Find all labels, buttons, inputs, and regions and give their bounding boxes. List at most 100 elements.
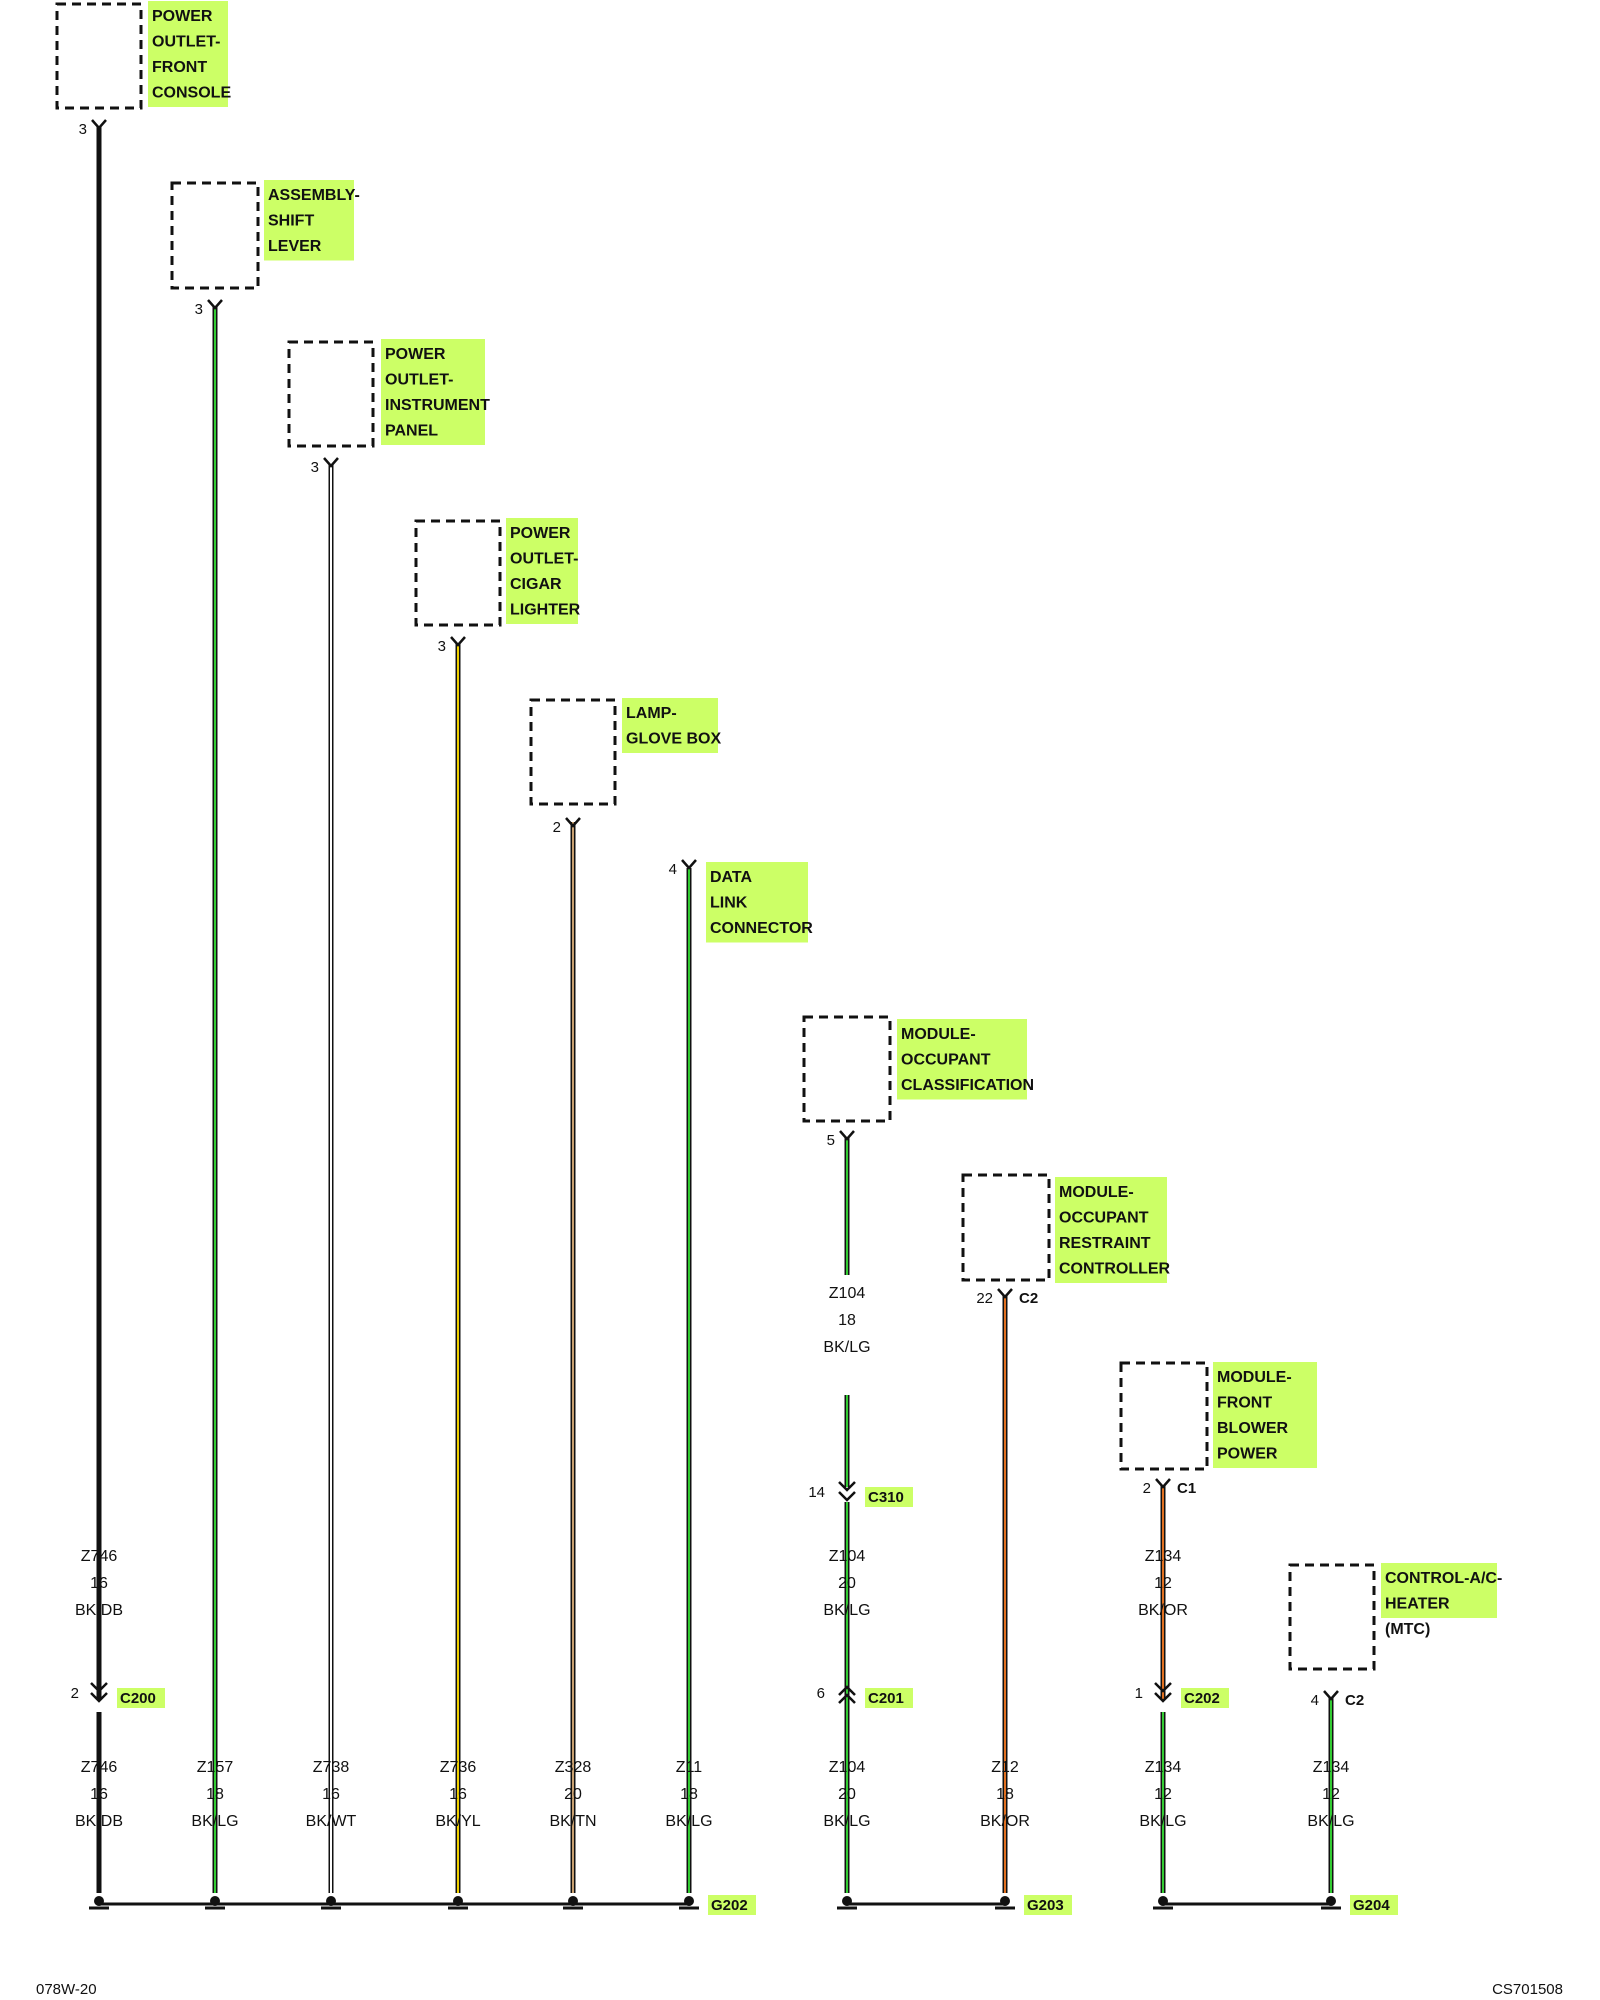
component-label-line: OCCUPANT [1059,1210,1149,1227]
pin-number: 22 [976,1290,993,1307]
component-label-line: INSTRUMENT [385,397,490,414]
ground-g203-label-group: G203 [1024,1895,1072,1915]
component-label-line: CONSOLE [152,85,231,102]
terminal-pwr-front-console [91,119,107,130]
terminal-data-link-connector [681,859,697,870]
wire-color: BK/LG [191,1813,238,1830]
footer-left: 078W-20 [36,1981,97,1998]
connector-c310-label-group: C310 [865,1487,913,1507]
wire-color: BK/WT [306,1813,357,1830]
component-label-line: OCCUPANT [901,1052,991,1069]
wire-circuit: Z157 [197,1759,234,1776]
ground-g202-label: G202 [711,1897,748,1914]
wire-color: BK/LG [823,1602,870,1619]
wire-circuit: Z134 [1145,1759,1182,1776]
component-label-line: POWER [385,346,446,363]
component-label-line: CONTROL-A/C- [1385,1570,1502,1587]
terminal-lamp-glove-box [565,817,581,828]
pin-number: 1 [1135,1685,1143,1702]
pin-number: 14 [808,1484,825,1501]
pin-number: 2 [1143,1480,1151,1497]
component-label-line: PANEL [385,423,438,440]
connector-c200-label: C200 [120,1690,156,1707]
component-label-line: CIGAR [510,576,562,593]
terminal-shift-lever [207,299,223,310]
wire-circuit: Z134 [1313,1759,1350,1776]
pin-number: 4 [669,861,677,878]
wire-color: BK/DB [75,1813,123,1830]
component-label-pwr-instrument-panel: POWER OUTLET- INSTRUMENT PANEL [381,339,490,445]
wire-gauge: 20 [838,1575,856,1592]
ground-node [837,1896,857,1910]
ground-node [563,1896,583,1910]
wire-circuit: Z11 [676,1759,702,1776]
wire-color: BK/LG [1139,1813,1186,1830]
connector-c202-label: C202 [1184,1690,1220,1707]
ground-node [205,1896,225,1910]
wire-gauge: 12 [1154,1786,1172,1803]
wire-circuit: Z104 [829,1285,866,1302]
ground-node [321,1896,341,1910]
wire-gauge: 16 [322,1786,340,1803]
wire-color: BK/YL [435,1813,480,1830]
ground-node [448,1896,468,1910]
connector-c201-label-group: C201 [865,1688,913,1708]
component-label-line: MODULE- [1059,1184,1134,1201]
wire-gauge: 20 [838,1786,856,1803]
wire-color: BK/OR [980,1813,1030,1830]
ground-g202-label-group: G202 [708,1895,756,1915]
ground-node [1153,1896,1173,1910]
component-box-shift-lever [170,181,260,290]
wire-gauge: 18 [996,1786,1014,1803]
terminal-front-blower-power [1155,1478,1171,1489]
inline-connector-c200 [90,1682,108,1703]
component-label-line: LEVER [268,238,322,255]
pin-number: 3 [438,638,446,655]
ground-node [1321,1896,1341,1910]
component-box-occupant-restraint [961,1173,1051,1282]
pin-number: 6 [817,1685,825,1702]
component-label-line: CLASSIFICATION [901,1077,1034,1094]
component-label-line: LIGHTER [510,602,581,619]
component-label-line: OUTLET- [510,551,578,568]
component-label-line: LAMP- [626,705,677,722]
component-label-line: HEATER [1385,1596,1450,1613]
component-label-line: FRONT [152,59,207,76]
footer-right: CS701508 [1492,1981,1563,1998]
inline-connector-c201 [838,1685,856,1704]
wire-gauge: 12 [1154,1575,1172,1592]
wire-gauge: 16 [90,1786,108,1803]
component-box-control-ac-heater [1288,1563,1376,1671]
terminal-pwr-cigar-lighter [450,636,466,647]
component-label-line: LINK [710,895,748,912]
component-box-pwr-front-console [55,2,143,110]
component-box-pwr-instrument-panel [287,340,375,448]
component-label-line: OUTLET- [152,34,220,51]
component-label-line: MODULE- [1217,1369,1292,1386]
connector-c310-label: C310 [868,1489,904,1506]
component-label-line: POWER [152,8,213,25]
connector-c201-label: C201 [868,1690,904,1707]
wire-circuit: Z736 [440,1759,477,1776]
component-box-pwr-cigar-lighter [414,519,502,627]
connector-c200-label-group: C200 [117,1688,165,1708]
terminal-occupant-restraint [997,1288,1013,1299]
component-label-lamp-glove-box: LAMP- GLOVE BOX [622,698,721,753]
component-sublabel: (MTC) [1385,1621,1430,1638]
component-label-line: GLOVE BOX [626,731,721,748]
component-label-line: MODULE- [901,1026,976,1043]
wire-color: BK/DB [75,1602,123,1619]
wire-circuit: Z746 [81,1759,118,1776]
pin-number: 2 [553,819,561,836]
component-label-line: OUTLET- [385,372,453,389]
ground-node [995,1896,1015,1910]
component-box-occupant-classification [802,1015,892,1123]
component-label-line: POWER [1217,1446,1278,1463]
component-label-line: BLOWER [1217,1420,1289,1437]
wire-gauge: 18 [206,1786,224,1803]
wire-color: BK/LG [665,1813,712,1830]
component-box-front-blower-power [1119,1361,1209,1471]
wire-gauge: 20 [564,1786,582,1803]
